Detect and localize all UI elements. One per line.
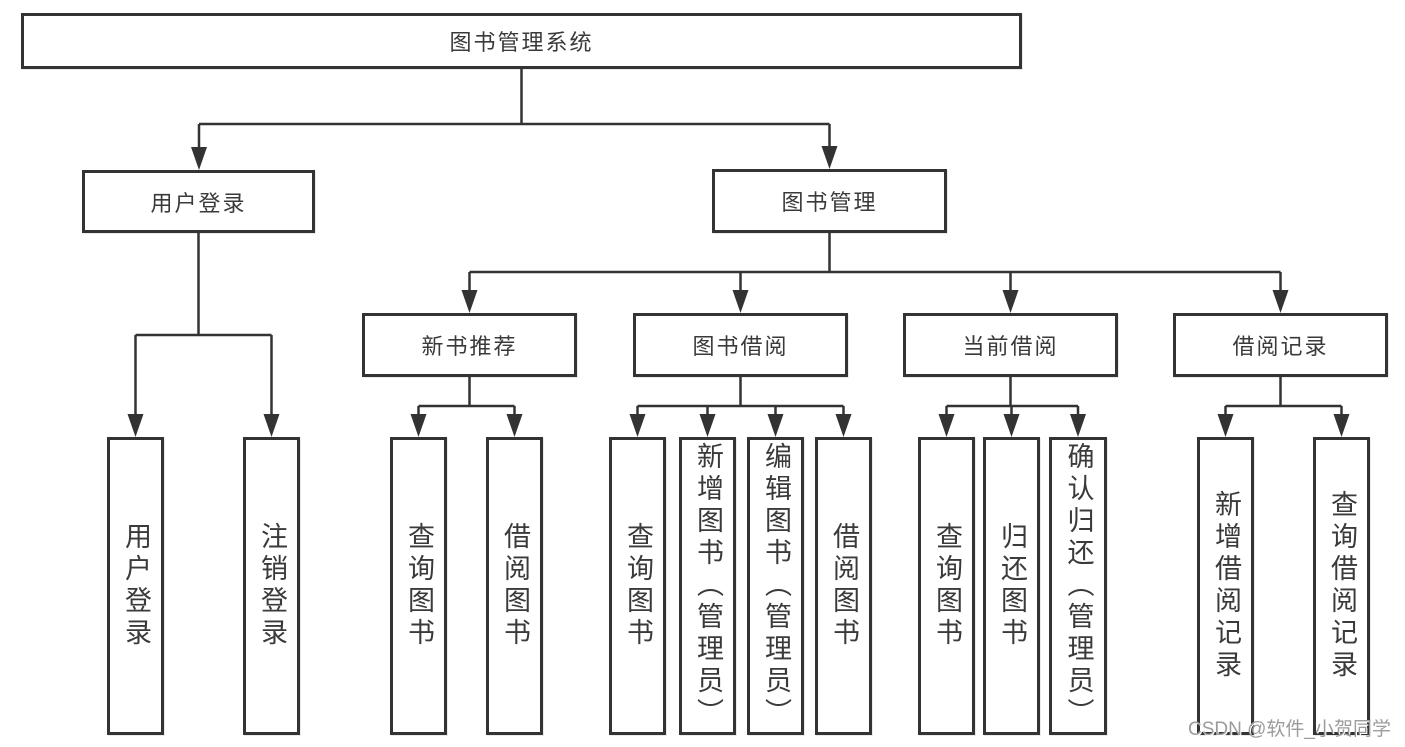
leaf-query-books-current-label: 查询图书 xyxy=(932,522,962,650)
node-new-book-recommend: 新书推荐 xyxy=(362,313,577,377)
leaf-query-books-recommend: 查询图书 xyxy=(390,437,447,735)
leaf-edit-books-admin: 编辑图书（管理员） xyxy=(747,437,804,735)
leaf-query-books-borrowing-label: 查询图书 xyxy=(623,522,653,650)
leaf-user-login-label: 用户登录 xyxy=(121,522,151,650)
node-book-borrowing: 图书借阅 xyxy=(633,313,848,377)
leaf-logout: 注销登录 xyxy=(243,437,300,735)
leaf-confirm-return-admin: 确认归还（管理员） xyxy=(1049,437,1107,735)
node-current-borrowing: 当前借阅 xyxy=(903,313,1118,377)
leaf-query-books-borrowing: 查询图书 xyxy=(609,437,666,735)
leaf-query-books-current: 查询图书 xyxy=(918,437,975,735)
leaf-add-books-admin-label: 新增图书（管理员） xyxy=(693,442,723,730)
node-borrowing-records: 借阅记录 xyxy=(1173,313,1388,377)
leaf-return-books-label: 归还图书 xyxy=(997,522,1027,650)
leaf-confirm-return-admin-label: 确认归还（管理员） xyxy=(1063,442,1094,730)
leaf-add-borrow-record: 新增借阅记录 xyxy=(1197,437,1254,735)
leaf-query-books-recommend-label: 查询图书 xyxy=(404,522,434,650)
node-library-system: 图书管理系统 xyxy=(21,13,1022,69)
leaf-borrow-books-recommend: 借阅图书 xyxy=(486,437,543,735)
leaf-borrow-books: 借阅图书 xyxy=(815,437,872,735)
leaf-edit-books-admin-label: 编辑图书（管理员） xyxy=(761,442,791,730)
leaf-borrow-books-label: 借阅图书 xyxy=(829,522,859,650)
node-book-management: 图书管理 xyxy=(712,169,947,233)
leaf-add-borrow-record-label: 新增借阅记录 xyxy=(1211,490,1241,682)
leaf-borrow-books-recommend-label: 借阅图书 xyxy=(500,522,530,650)
leaf-logout-label: 注销登录 xyxy=(257,522,287,650)
watermark: CSDN @软件_小贺同学 xyxy=(1188,719,1391,740)
leaf-query-borrow-record: 查询借阅记录 xyxy=(1313,437,1370,735)
leaf-query-borrow-record-label: 查询借阅记录 xyxy=(1327,490,1357,682)
node-user-login: 用户登录 xyxy=(82,170,315,233)
leaf-add-books-admin: 新增图书（管理员） xyxy=(679,437,736,735)
leaf-user-login: 用户登录 xyxy=(107,437,164,735)
leaf-return-books: 归还图书 xyxy=(983,437,1040,735)
